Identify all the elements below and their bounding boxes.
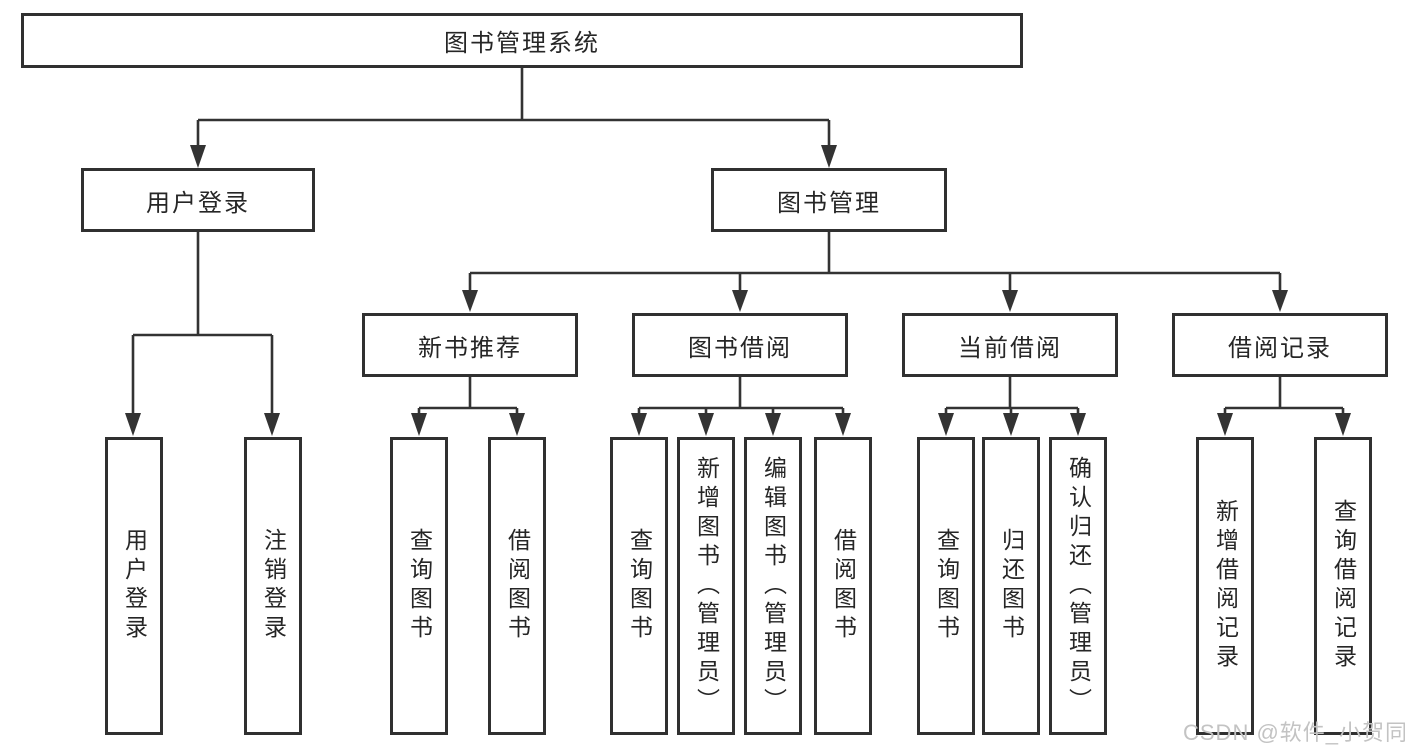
node-library-system-root: 图书管理系统	[21, 13, 1023, 68]
arrowhead	[1002, 290, 1018, 312]
node-label: 新书推荐	[418, 334, 522, 362]
arrowhead	[631, 413, 647, 436]
leaf-label: 新增借阅记录	[1212, 499, 1239, 673]
leaf-user-login: 用户登录	[105, 437, 163, 735]
leaf-label: 编辑图书（管理员）	[760, 455, 787, 717]
arrowhead	[698, 413, 714, 436]
leaf-borrow-books-recommend: 借阅图书	[488, 437, 546, 735]
arrowhead	[462, 290, 478, 312]
node-label: 借阅记录	[1228, 334, 1332, 362]
arrowhead	[1335, 413, 1351, 436]
node-book-borrowing: 图书借阅	[632, 313, 848, 377]
node-new-book-recommend: 新书推荐	[362, 313, 578, 377]
leaf-label: 用户登录	[121, 528, 148, 644]
arrowhead	[732, 290, 748, 312]
leaf-label: 新增图书（管理员）	[693, 455, 720, 717]
node-label: 用户登录	[146, 189, 250, 217]
leaf-logout: 注销登录	[244, 437, 302, 735]
leaf-label: 查询图书	[626, 528, 653, 644]
leaf-label: 确认归还（管理员）	[1065, 455, 1092, 717]
arrowhead	[190, 145, 206, 168]
leaf-confirm-return-admin: 确认归还（管理员）	[1049, 437, 1107, 735]
leaf-edit-books-admin: 编辑图书（管理员）	[744, 437, 802, 735]
arrowhead	[1217, 413, 1233, 436]
watermark: CSDN @软件_小贺同学	[1183, 720, 1405, 745]
leaf-query-books-borrowing: 查询图书	[610, 437, 668, 735]
arrowhead	[1272, 290, 1288, 312]
arrowhead	[264, 413, 280, 436]
arrowhead	[938, 413, 954, 436]
arrowhead	[1070, 413, 1086, 436]
node-current-borrowing: 当前借阅	[902, 313, 1118, 377]
arrowhead	[125, 413, 141, 436]
leaf-add-borrow-record: 新增借阅记录	[1196, 437, 1254, 735]
leaf-label: 借阅图书	[504, 528, 531, 644]
leaf-label: 注销登录	[260, 528, 287, 644]
leaf-return-books: 归还图书	[982, 437, 1040, 735]
arrowhead	[509, 413, 525, 436]
node-borrow-records: 借阅记录	[1172, 313, 1388, 377]
leaf-query-books-recommend: 查询图书	[390, 437, 448, 735]
leaf-label: 借阅图书	[830, 528, 857, 644]
arrowhead	[821, 145, 837, 168]
arrowhead	[765, 413, 781, 436]
node-user-login: 用户登录	[81, 168, 315, 232]
leaf-label: 查询图书	[406, 528, 433, 644]
node-label: 当前借阅	[958, 334, 1062, 362]
leaf-borrow-books: 借阅图书	[814, 437, 872, 735]
leaf-query-books-current: 查询图书	[917, 437, 975, 735]
arrowhead	[835, 413, 851, 436]
node-label: 图书管理系统	[444, 30, 600, 57]
arrowhead	[411, 413, 427, 436]
leaf-query-borrow-record: 查询借阅记录	[1314, 437, 1372, 735]
node-label: 图书管理	[777, 189, 881, 217]
leaf-label: 查询借阅记录	[1330, 499, 1357, 673]
leaf-add-books-admin: 新增图书（管理员）	[677, 437, 735, 735]
node-label: 图书借阅	[688, 334, 792, 362]
node-book-management: 图书管理	[711, 168, 947, 232]
leaf-label: 归还图书	[998, 528, 1025, 644]
arrowhead	[1003, 413, 1019, 436]
leaf-label: 查询图书	[933, 528, 960, 644]
